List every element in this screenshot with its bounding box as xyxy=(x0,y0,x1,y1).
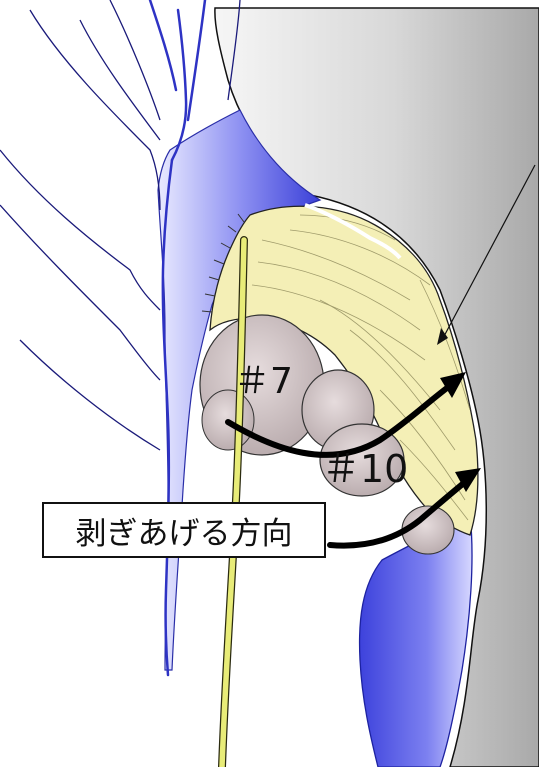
vein-lower xyxy=(360,515,472,767)
peel-direction-callout: 剥ぎあげる方向 xyxy=(42,502,326,558)
peel-direction-label: 剥ぎあげる方向 xyxy=(76,508,293,553)
lymph-node-7-label: ＃7 xyxy=(234,364,293,400)
lymph-node-10-label: ＃10 xyxy=(322,450,408,488)
